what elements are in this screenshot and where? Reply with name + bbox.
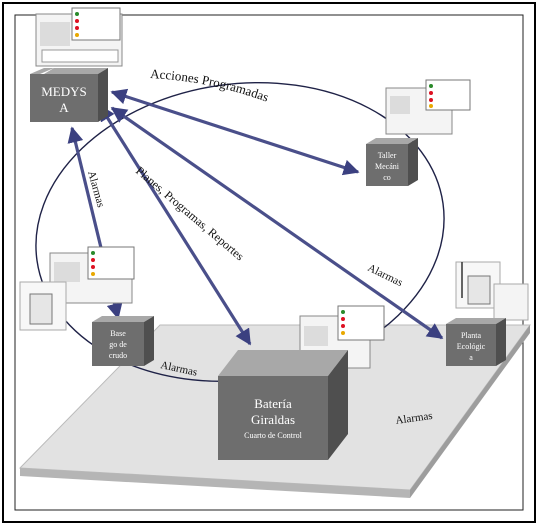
taller-label-line-3: co xyxy=(383,173,391,182)
medysa-label-line-1: MEDYS xyxy=(41,84,87,99)
base-label-line-3: crudo xyxy=(109,351,127,360)
label-alarmas-right: Alarmas xyxy=(366,262,405,289)
thumbnail-taller xyxy=(385,79,471,135)
node-taller: Taller Mecáni co xyxy=(366,138,418,186)
base-label-line-1: Base xyxy=(110,329,126,338)
taller-label-line-1: Taller xyxy=(378,151,397,160)
node-medysa: MEDYS A xyxy=(30,68,108,122)
node-base: Base go de crudo xyxy=(92,316,154,366)
arrow-medysa-bateria xyxy=(98,104,252,346)
label-acciones-programadas: Acciones Programadas xyxy=(150,66,271,105)
planta-label-line-2: Ecológic xyxy=(457,342,486,351)
thumbnail-medysa xyxy=(35,7,123,67)
planta-label-line-3: a xyxy=(469,353,473,362)
medysa-label-line-2: A xyxy=(59,100,69,115)
arrow-medysa-planta xyxy=(110,106,444,340)
label-alarmas-bottom-right: Alarmas xyxy=(395,410,434,427)
base-label-line-2: go de xyxy=(109,340,127,349)
node-planta: Planta Ecológic a xyxy=(446,318,506,366)
node-bateria: Batería Giraldas Cuarto de Control xyxy=(218,350,348,460)
taller-label-line-2: Mecáni xyxy=(375,162,400,171)
thumbnail-planta xyxy=(455,261,529,321)
thumbnail-base xyxy=(19,246,135,331)
bateria-label-line-2: Giraldas xyxy=(251,412,295,427)
planta-label-line-1: Planta xyxy=(461,331,481,340)
bateria-label-line-1: Batería xyxy=(254,396,292,411)
inner-border xyxy=(14,14,524,511)
bateria-label-line-3: Cuarto de Control xyxy=(244,431,303,440)
